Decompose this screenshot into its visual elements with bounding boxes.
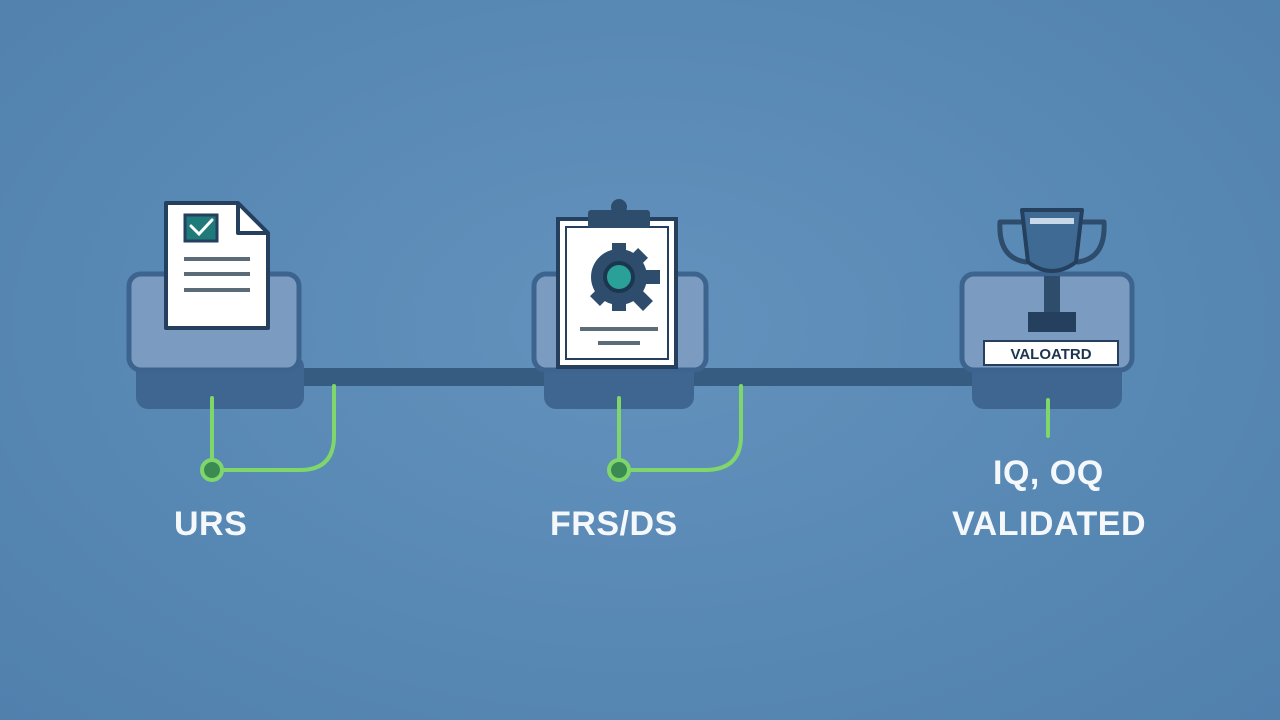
stage-urs <box>126 201 336 482</box>
gear-center <box>603 261 635 293</box>
stage-validated: VALOATRD <box>959 208 1135 438</box>
urs-connector <box>200 384 336 482</box>
gear-icon <box>590 243 660 311</box>
stage-label-iq-oq: IQ, OQ <box>993 454 1104 492</box>
connector-node <box>200 458 224 482</box>
clipboard-gear-icon <box>556 199 678 369</box>
clipboard-clip <box>588 210 650 228</box>
stage-label-frs-ds: FRS/DS <box>550 505 678 543</box>
frs-ds-connector <box>607 384 743 482</box>
document-check-icon <box>164 201 270 330</box>
trophy-icon <box>997 208 1107 332</box>
validated-badge-text: VALOATRD <box>1010 346 1091 363</box>
connector-node <box>607 458 631 482</box>
stage-label-validated: VALIDATED <box>952 505 1147 543</box>
validated-badge: VALOATRD <box>983 340 1119 366</box>
stage-frs-ds <box>531 199 743 482</box>
stage-label-urs: URS <box>174 505 248 543</box>
